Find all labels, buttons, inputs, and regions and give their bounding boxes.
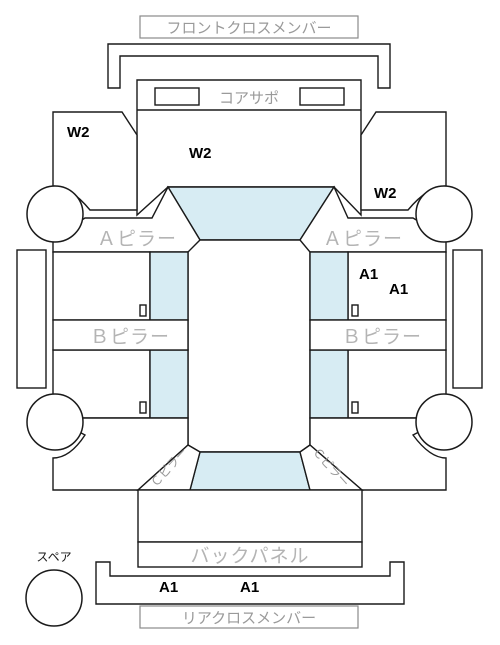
- b-pillar-right-label: Ｂピラー: [342, 326, 422, 348]
- spare-wheel: [25, 569, 83, 627]
- front-cross-member-plate: [139, 15, 359, 39]
- headlight-left: [154, 87, 200, 106]
- door-glass-rear-left: [149, 349, 189, 419]
- mark-a1-right-1: A1: [359, 266, 378, 283]
- core-support-label: コアサポ: [219, 89, 279, 107]
- front-cross-member-label: フロントクロスメンバー: [166, 19, 331, 37]
- door-glass-front-right: [309, 251, 349, 321]
- rear-cross-member-label: リアクロスメンバー: [182, 609, 316, 627]
- mark-w2-hood: W2: [189, 145, 212, 162]
- door-handle-front-right: [351, 304, 359, 317]
- wheel-front-left: [26, 185, 84, 243]
- door-handle-rear-right: [351, 401, 359, 414]
- roof-opening: [187, 239, 311, 453]
- mark-w2-front-right: W2: [374, 185, 397, 202]
- b-pillar-left-label: Ｂピラー: [90, 326, 170, 348]
- mark-a1-rear-1: A1: [159, 579, 178, 596]
- rear-bumper-bracket: [95, 561, 405, 605]
- back-panel-label: バックパネル: [190, 545, 309, 567]
- spare-label: スペア: [36, 550, 71, 564]
- a-pillar-left-label: Ａピラー: [97, 228, 177, 250]
- door-handle-rear-left: [139, 401, 147, 414]
- rear-cross-member-plate: [139, 605, 359, 629]
- mark-a1-right-2: A1: [389, 281, 408, 298]
- hood-panel: [136, 79, 362, 217]
- wheel-front-right: [415, 185, 473, 243]
- front-bumper-bracket: [107, 43, 391, 89]
- wheel-rear-right: [415, 393, 473, 451]
- mark-a1-rear-2: A1: [240, 579, 259, 596]
- door-handle-front-left: [139, 304, 147, 317]
- b-pillar-left: [52, 319, 189, 351]
- headlight-right: [299, 87, 345, 106]
- a-pillar-right-label: Ａピラー: [323, 228, 403, 250]
- back-panel: [137, 541, 363, 568]
- wheel-rear-left: [26, 393, 84, 451]
- mark-w2-front-left: W2: [67, 124, 90, 141]
- side-panel-left: [16, 249, 47, 389]
- door-front-left: [52, 251, 151, 321]
- door-front-right: [347, 251, 447, 321]
- door-glass-front-left: [149, 251, 189, 321]
- side-panel-right: [452, 249, 483, 389]
- door-glass-rear-right: [309, 349, 349, 419]
- b-pillar-right: [309, 319, 447, 351]
- trunk-lid: [137, 489, 363, 543]
- rear-window: [189, 451, 311, 491]
